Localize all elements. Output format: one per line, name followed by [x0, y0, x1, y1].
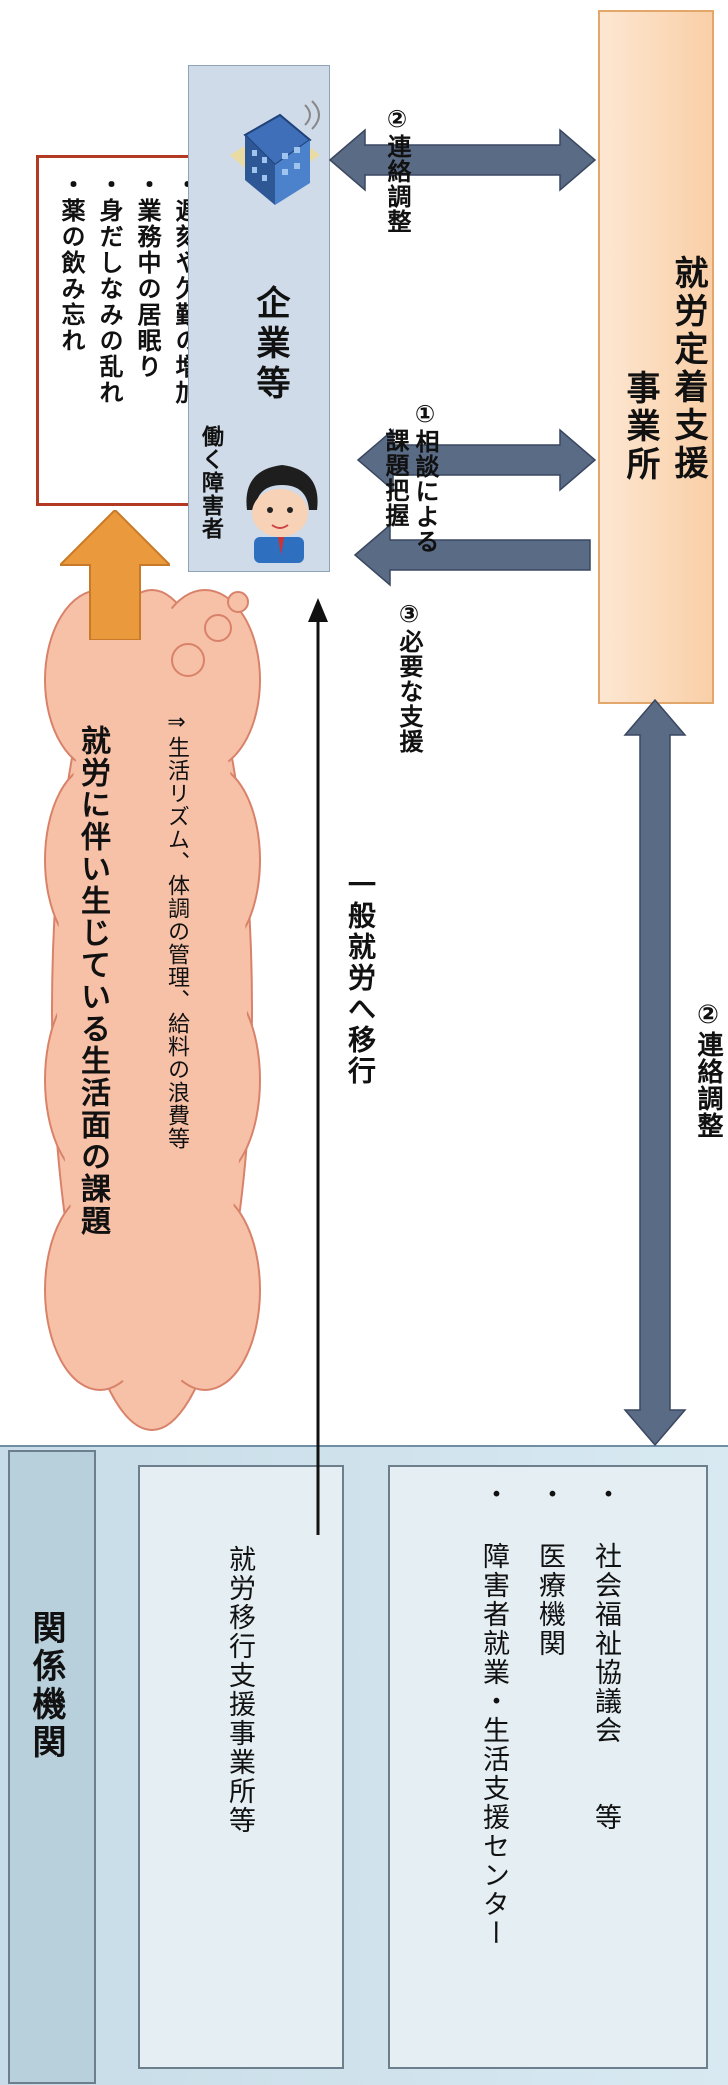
transition-support-label: 就労移行支援事業所等	[224, 1545, 255, 1835]
issue-item: ・薬の飲み忘れ	[57, 172, 85, 354]
general-employment-label: 一般就労へ移行	[344, 870, 377, 1087]
institution-item: ・ 社会福祉協議会 等	[590, 1480, 621, 1832]
issues-cloud	[44, 589, 261, 1431]
related-institutions-title: 関係機関	[26, 1610, 66, 1762]
transition-support-box	[138, 1465, 344, 2069]
coord-label-bottom: ②連絡調整	[693, 1000, 723, 1139]
other-institutions-box	[388, 1465, 708, 2069]
issues-box	[36, 155, 212, 506]
support-office-box	[598, 10, 714, 704]
support-office-label-2: 事業所	[620, 370, 660, 484]
institution-item: ・ 医療機関	[534, 1480, 565, 1658]
support-label: ③必要な支援	[395, 600, 423, 754]
related-institutions-title-box	[8, 1450, 96, 2084]
worker-label: 働く障害者	[198, 425, 223, 540]
issue-item: ・業務中の居眠り	[133, 172, 161, 380]
company-label: 企業等	[250, 285, 290, 405]
cloud-subtitle: ⇒生活リズム、体調の管理、給料の浪費等	[164, 710, 189, 1150]
building-icon	[230, 100, 320, 205]
worker-icon	[246, 465, 318, 563]
cloud-title: 就労に伴い生じている生活面の課題	[75, 725, 110, 1237]
support-office-label: 就労定着支援	[668, 255, 708, 483]
orange-up-arrow	[60, 510, 170, 640]
consult-label-a: ①相談による	[411, 400, 439, 554]
issue-item: ・身だしなみの乱れ	[95, 172, 123, 406]
thought-bubbles	[171, 591, 249, 677]
coord-label-top: ②連絡調整	[383, 105, 411, 234]
consult-label-b: 課題把握	[381, 428, 409, 528]
institution-item: ・ 障害者就業・生活支援センター	[478, 1480, 509, 1948]
